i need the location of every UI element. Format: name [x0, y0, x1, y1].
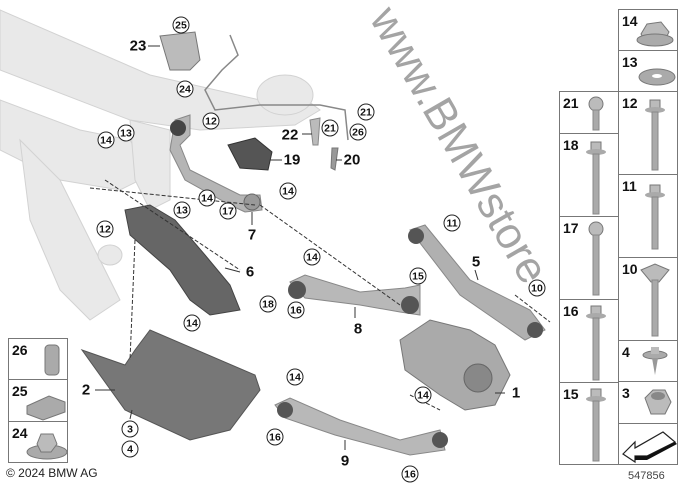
part-box-13[interactable]: 13 [618, 50, 678, 92]
callout-12: 12 [96, 220, 114, 238]
part-box-25[interactable]: 25 [8, 379, 68, 422]
part-box-12[interactable]: 12 [618, 91, 678, 175]
callout-21: 21 [321, 119, 339, 137]
part-number: 16 [563, 303, 579, 319]
bolt-icon [645, 99, 665, 171]
direction-arrow-box [618, 423, 678, 465]
callout-7: 7 [247, 226, 257, 244]
callout-26: 26 [349, 123, 367, 141]
part-number: 14 [622, 13, 638, 29]
diagram-reference-number: 547856 [628, 470, 665, 482]
callout-16: 16 [266, 428, 284, 446]
callout-14: 14 [198, 189, 216, 207]
bolt-icon [586, 141, 606, 215]
part-number: 15 [563, 386, 579, 402]
callout-6: 6 [245, 263, 255, 281]
callout-9: 9 [340, 452, 350, 470]
callout-10: 10 [528, 279, 546, 297]
callout-13: 13 [173, 201, 191, 219]
clip-icon [26, 395, 66, 421]
part-box-11[interactable]: 11 [618, 174, 678, 258]
part-number: 11 [622, 178, 637, 194]
callout-3: 3 [121, 420, 139, 438]
part-box-14[interactable]: 14 [618, 9, 678, 51]
flange-nut-icon [26, 433, 68, 460]
callout-16: 16 [287, 301, 305, 319]
part-number: 10 [622, 261, 638, 277]
callout-4: 4 [121, 440, 139, 458]
part-number: 13 [622, 54, 638, 70]
callout-2: 2 [81, 381, 91, 399]
callout-8: 8 [353, 320, 363, 338]
callout-20: 20 [343, 151, 361, 169]
torx-bolt-icon [588, 221, 604, 296]
threaded-insert-icon [44, 344, 60, 376]
winged-bolt-icon [640, 263, 670, 337]
part-box-24[interactable]: 24 [8, 421, 68, 463]
direction-arrow-icon [622, 431, 677, 464]
callout-14: 14 [414, 386, 432, 404]
part-number: 26 [12, 342, 28, 358]
bolt-icon [586, 305, 606, 381]
part-box-26[interactable]: 26 [8, 338, 68, 380]
part-number: 18 [563, 137, 579, 153]
callout-14: 14 [183, 314, 201, 332]
callout-14: 14 [303, 248, 321, 266]
callout-12: 12 [202, 112, 220, 130]
hex-nut-icon [644, 389, 672, 415]
callout-1: 1 [511, 384, 521, 402]
part-number: 12 [622, 95, 638, 111]
part-box-3[interactable]: 3 [618, 381, 678, 424]
callout-25: 25 [172, 16, 190, 34]
callout-5: 5 [471, 253, 481, 271]
part-box-4[interactable]: 4 [618, 340, 678, 382]
callout-18: 18 [259, 295, 277, 313]
callout-17: 17 [219, 202, 237, 220]
part-box-15[interactable]: 15 [559, 382, 619, 465]
part-box-16[interactable]: 16 [559, 299, 619, 383]
copyright-text: © 2024 BMW AG [6, 466, 98, 480]
callout-14: 14 [279, 182, 297, 200]
callout-13: 13 [117, 124, 135, 142]
torx-bolt-icon [588, 96, 604, 131]
part-box-18[interactable]: 18 [559, 133, 619, 217]
callout-21: 21 [357, 103, 375, 121]
part-number: 4 [622, 344, 630, 360]
part-number: 17 [563, 220, 579, 236]
washer-icon [638, 68, 676, 86]
callout-14: 14 [97, 131, 115, 149]
callout-16: 16 [401, 465, 419, 483]
bolt-icon [586, 388, 606, 462]
flange-nut-icon [636, 21, 674, 47]
callout-14: 14 [286, 368, 304, 386]
callout-24: 24 [176, 80, 194, 98]
callout-15: 15 [409, 267, 427, 285]
callout-22: 22 [281, 126, 299, 144]
part-number: 3 [622, 385, 630, 401]
bolt-icon [645, 184, 665, 250]
screw-icon [642, 347, 668, 375]
part-number: 21 [563, 95, 579, 111]
part-number: 25 [12, 383, 28, 399]
callout-19: 19 [283, 151, 301, 169]
callout-11: 11 [443, 214, 461, 232]
part-box-17[interactable]: 17 [559, 216, 619, 300]
part-box-10[interactable]: 10 [618, 257, 678, 341]
part-number: 24 [12, 425, 28, 441]
callout-23: 23 [129, 37, 147, 55]
part-box-21[interactable]: 21 [559, 91, 619, 134]
